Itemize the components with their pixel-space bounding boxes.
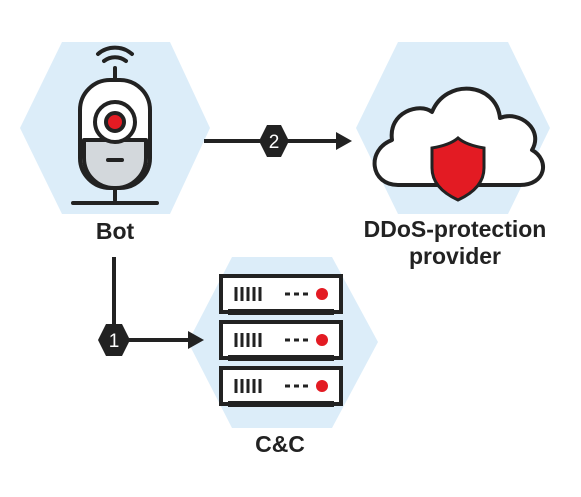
- edge-bot-to-cnc: 1: [98, 257, 204, 356]
- badge-hexagon: [98, 324, 130, 356]
- arrow-head-icon: [336, 132, 352, 150]
- server-unit: [219, 366, 343, 407]
- bot-label: Bot: [65, 218, 165, 245]
- cnc-label-text: C&C: [255, 431, 305, 457]
- arrow-line: [112, 257, 190, 342]
- ddos-label: DDoS-protection provider: [340, 216, 570, 270]
- ddos-label-line1: DDoS-protection: [363, 216, 547, 242]
- bot-label-text: Bot: [95, 218, 135, 244]
- server-unit: [219, 274, 343, 315]
- shield-icon: [430, 136, 486, 202]
- edge-badge-1: 1: [109, 331, 120, 352]
- edge-badge-2: 2: [269, 132, 280, 153]
- cloud-shield-icon: [372, 86, 545, 202]
- ddos-label-line2: provider: [408, 243, 502, 269]
- edge-bot-to-ddos: 2: [204, 125, 352, 157]
- server-stack-icon: [219, 274, 343, 407]
- arrow-head-icon: [188, 331, 204, 349]
- cnc-label: C&C: [230, 431, 330, 458]
- camera-bot-icon: [71, 45, 159, 205]
- server-unit: [219, 320, 343, 361]
- badge-hexagon: [259, 125, 289, 157]
